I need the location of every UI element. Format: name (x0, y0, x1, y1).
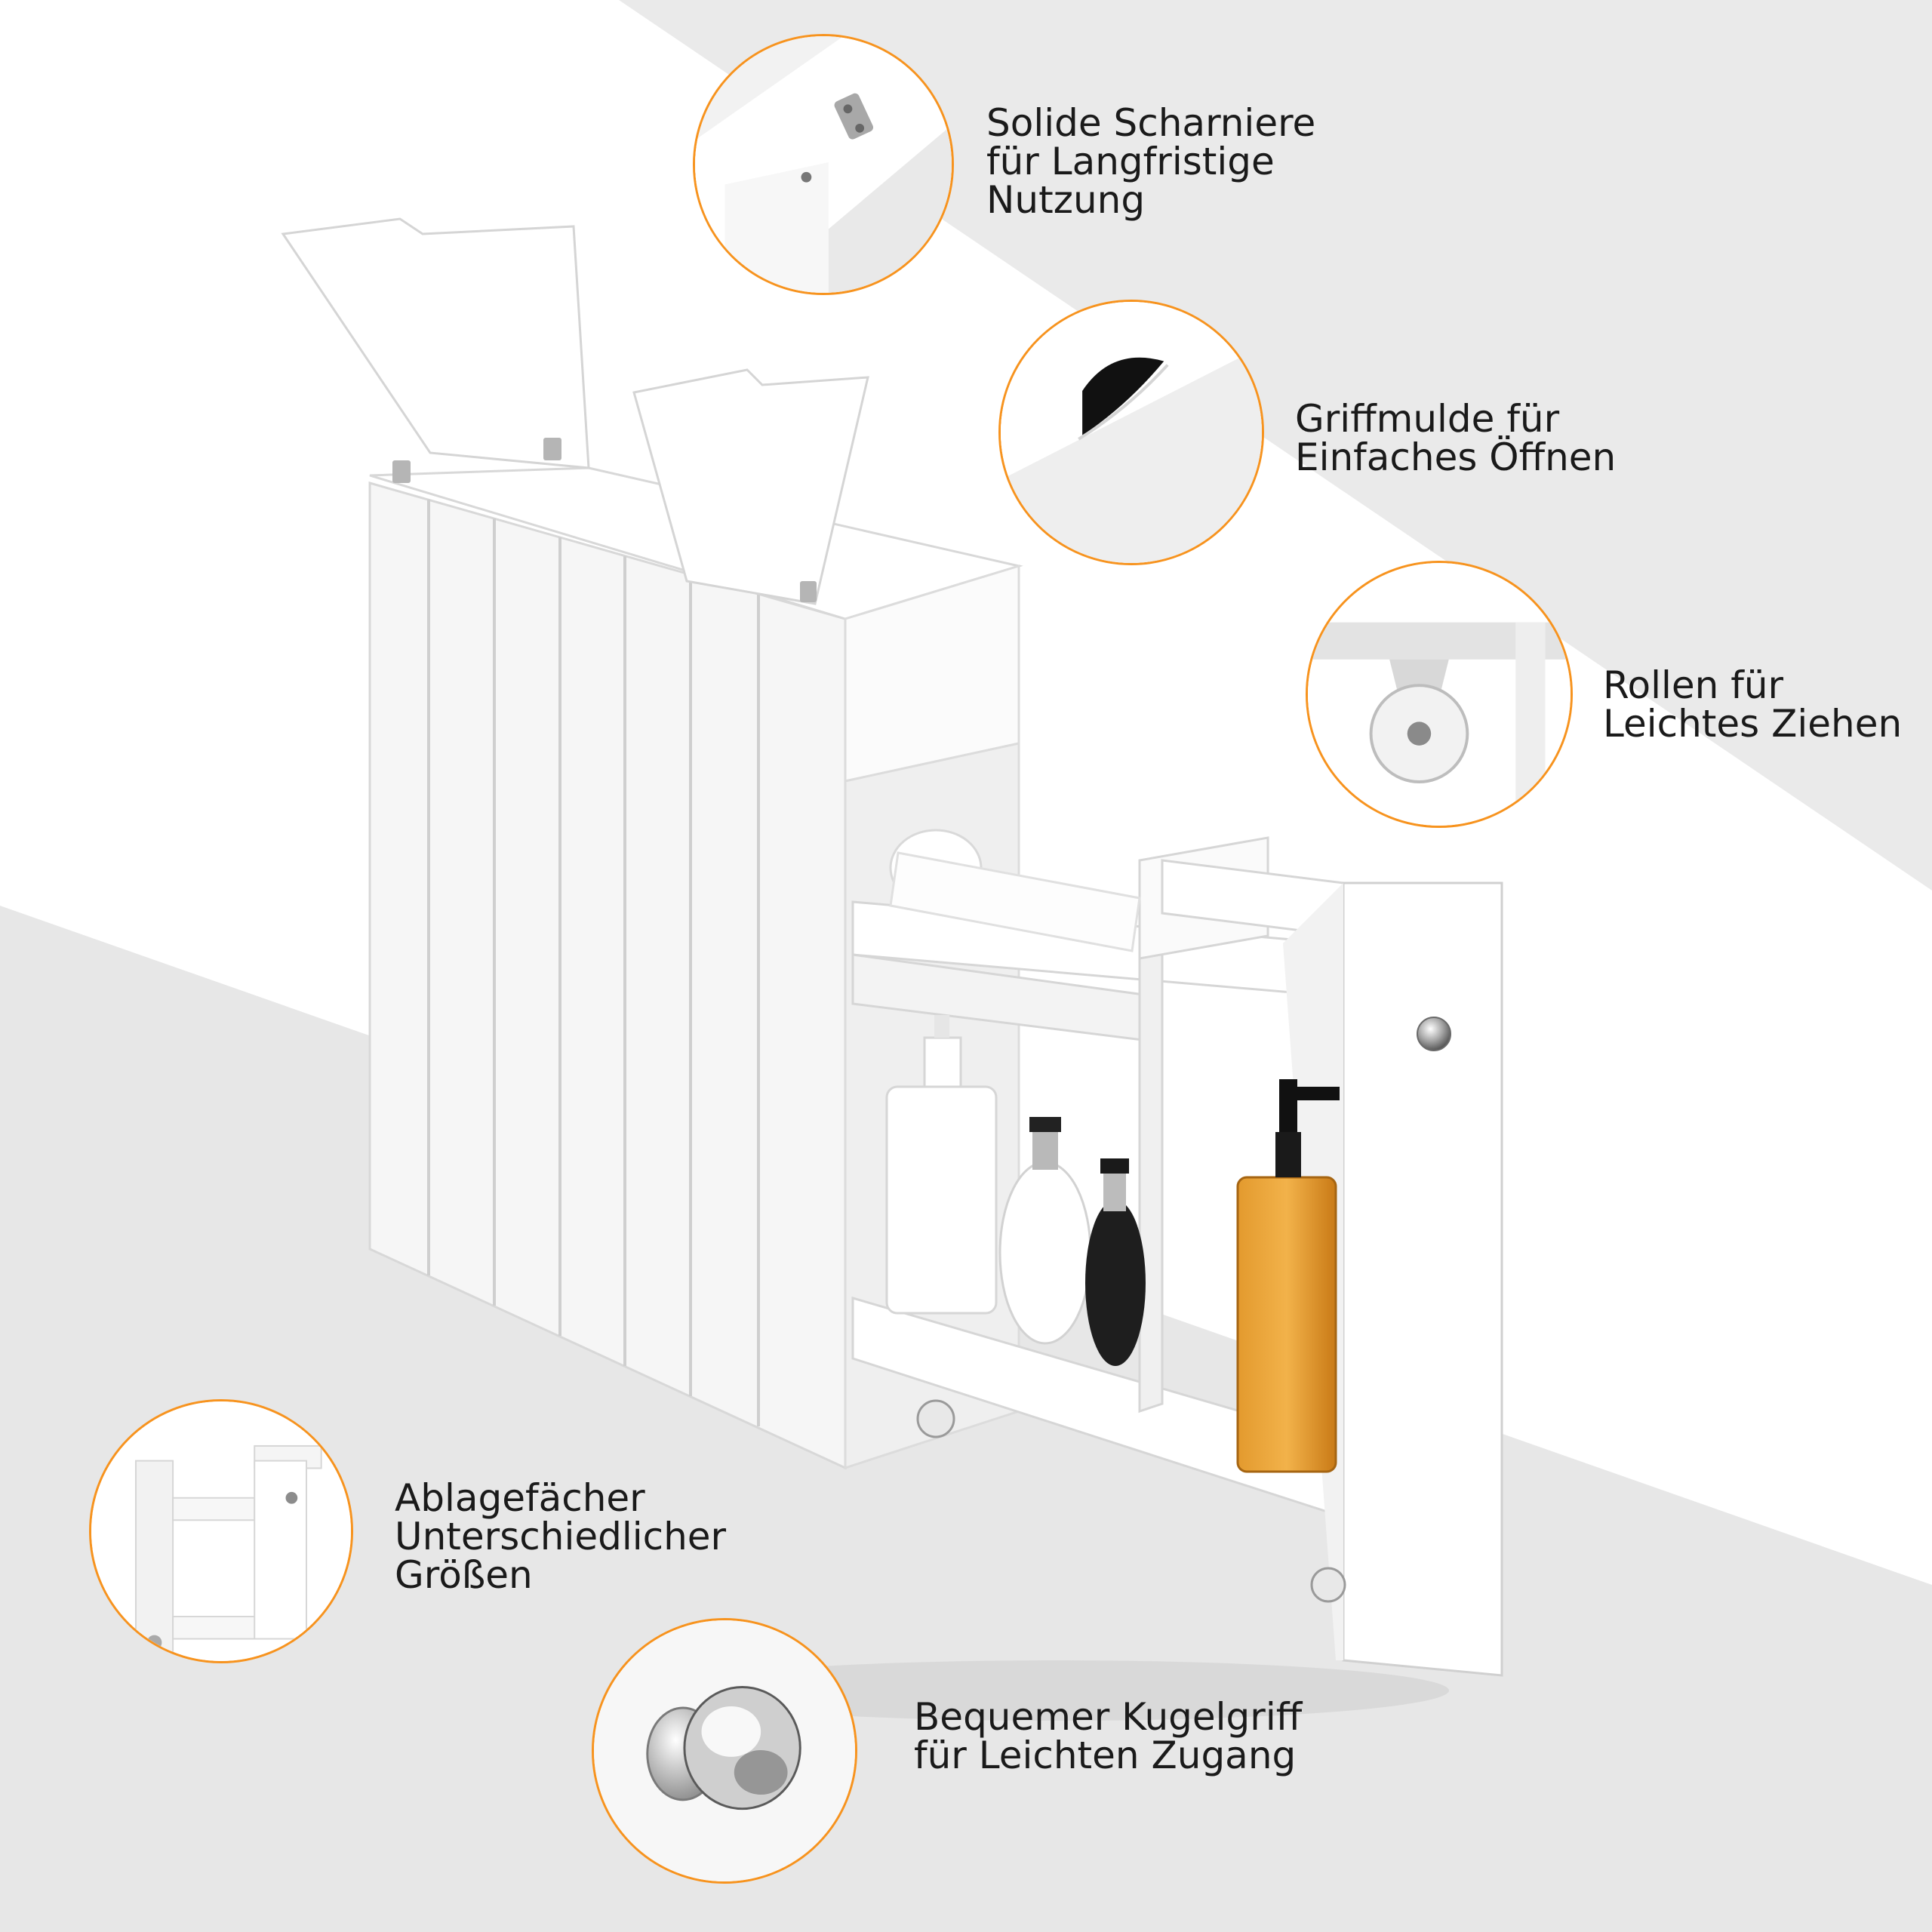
shelf-compartments-callout (89, 1399, 353, 1663)
finger-grip-label: Griffmulde für Einfaches Öffnen (1295, 397, 1617, 479)
ball-knob-callout (592, 1618, 857, 1884)
caster-callout (1306, 561, 1573, 828)
hinge-callout (693, 34, 954, 295)
ball-knob-label: Bequemer Kugelgriff für Leichten Zugang (914, 1695, 1303, 1777)
finger-grip-callout (998, 300, 1264, 565)
shelf-compartments-icon (91, 1401, 351, 1661)
caster-wheel-icon (1308, 563, 1571, 826)
finger-grip-icon (1001, 302, 1262, 563)
hinge-icon (695, 36, 952, 293)
hinge-label: Solide Scharniere für Langfristige Nutzu… (986, 101, 1316, 222)
caster-label: Rollen für Leichtes Ziehen (1603, 663, 1903, 746)
ball-knob-icon (594, 1620, 855, 1881)
shelf-compartments-label: Ablagefächer Unterschiedlicher Größen (395, 1476, 727, 1597)
